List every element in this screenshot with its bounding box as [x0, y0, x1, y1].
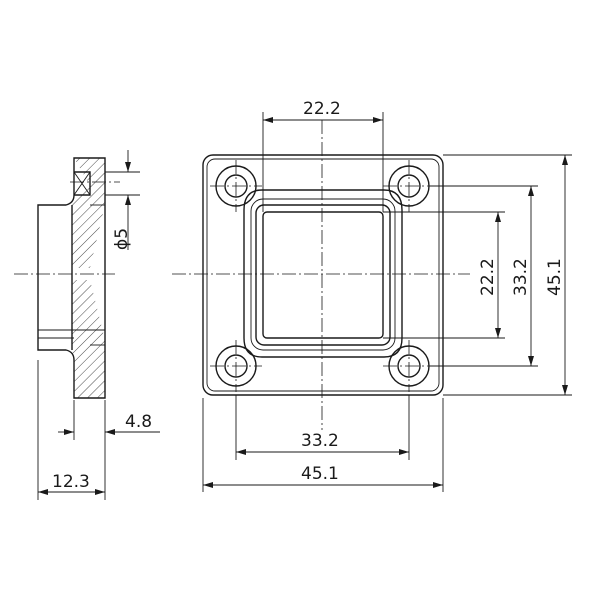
inner-square [262, 211, 384, 339]
hole-diameter-label: ϕ5 [112, 228, 132, 250]
section-hatch-lower [72, 280, 105, 398]
section-outline [37, 157, 106, 399]
bottom-outer-width-label: 45.1 [301, 464, 339, 484]
front-view: 22.2 22.2 33.2 45.1 33.2 [172, 99, 572, 492]
right-outer-height-label: 45.1 [545, 258, 565, 296]
bottom-bolt-width-label: 33.2 [301, 431, 339, 451]
boss-outline [243, 189, 403, 358]
section-hatch-upper [72, 158, 105, 268]
countersink-edge [74, 171, 91, 196]
plate-thickness-label: 4.8 [125, 412, 152, 432]
right-bolt-height-label: 33.2 [511, 258, 531, 296]
right-inner-height-label: 22.2 [478, 258, 498, 296]
outer-plate [202, 154, 444, 396]
total-height-label: 12.3 [52, 472, 90, 492]
side-section-view: ϕ5 4.8 12.3 [14, 150, 160, 500]
top-inner-width-label: 22.2 [303, 99, 341, 119]
